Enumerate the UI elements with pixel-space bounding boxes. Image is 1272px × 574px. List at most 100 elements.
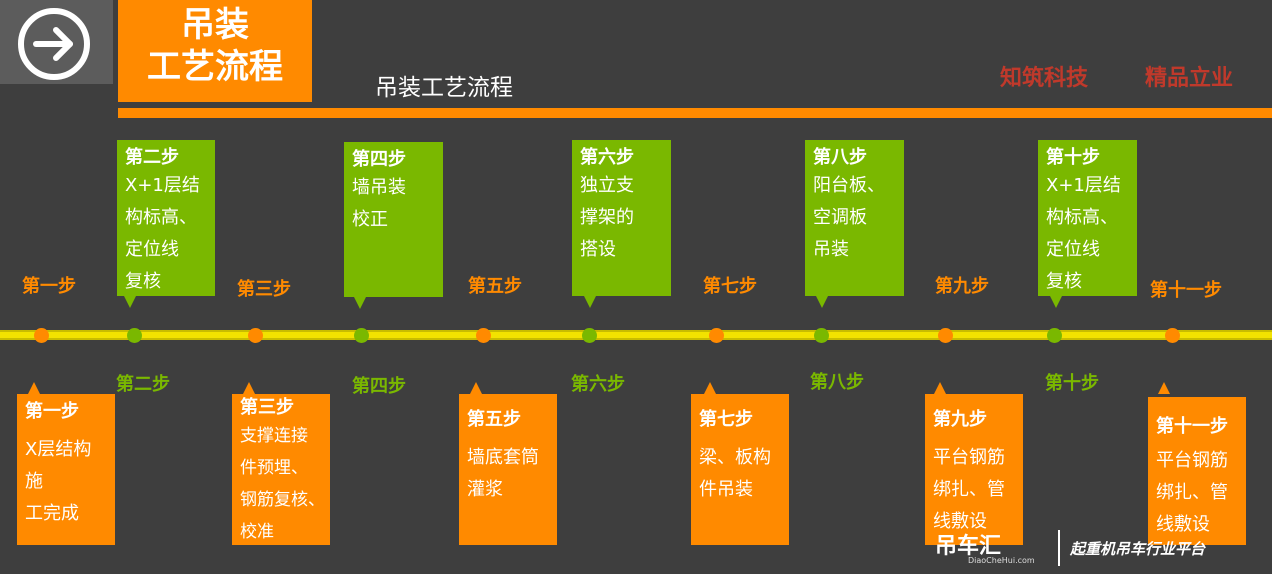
timeline-dot-step-10 [1047, 328, 1062, 343]
step-card-line: 钢筋复核、 [240, 490, 325, 510]
step-card-title: 第九步 [933, 409, 987, 430]
step-card-pointer [704, 382, 716, 394]
step-card-line: 撑架的 [580, 207, 634, 228]
step-card-6: 第六步 独立支 撑架的 搭设 [572, 140, 671, 296]
title-box: 吊装 工艺流程 [118, 0, 312, 102]
step-card-title: 第一步 [25, 401, 79, 422]
page-subtitle: 吊装工艺流程 [375, 75, 513, 101]
step-label: 第三步 [237, 279, 291, 300]
step-card-line: 件预埋、 [240, 458, 308, 478]
step-card-pointer [470, 382, 482, 394]
watermark-name: 吊车汇 [935, 534, 1002, 559]
step-card-title: 第八步 [813, 147, 867, 168]
step-card-title: 第十步 [1046, 147, 1100, 168]
step-label: 第六步 [571, 374, 625, 395]
step-card-line: X+1层结 [1046, 175, 1121, 196]
step-card-line: 定位线 [125, 239, 179, 260]
step-card-line: 梁、板构 [699, 447, 771, 468]
step-card-title: 第二步 [125, 147, 179, 168]
step-card-line: 绑扎、管 [933, 479, 1005, 500]
step-card-line: 定位线 [1046, 239, 1100, 260]
step-label: 第一步 [22, 276, 76, 297]
step-card-line: 绑扎、管 [1156, 482, 1228, 503]
watermark-url: DiaoCheHui.com [968, 556, 1035, 565]
step-card-line: 线敷设 [933, 511, 987, 532]
step-card-title: 第十一步 [1156, 416, 1228, 437]
step-card-line: 校正 [352, 209, 388, 230]
step-card-title: 第五步 [467, 409, 521, 430]
step-card-line: 支撑连接 [240, 426, 308, 446]
step-card-5: 第五步 墙底套筒 灌浆 [459, 394, 557, 545]
step-card-7: 第七步 梁、板构 件吊装 [691, 394, 789, 545]
step-card-line: 复核 [125, 271, 161, 292]
step-card-title: 第七步 [699, 409, 753, 430]
timeline-bar [0, 330, 1272, 340]
step-card-line: 吊装 [813, 239, 849, 260]
step-label: 第八步 [810, 372, 864, 393]
step-card-pointer [124, 296, 136, 308]
step-card-title: 第六步 [580, 147, 634, 168]
step-label: 第四步 [352, 376, 406, 397]
step-label: 第五步 [468, 276, 522, 297]
timeline-dot-step-9 [938, 328, 953, 343]
timeline-dot-step-3 [248, 328, 263, 343]
step-card-pointer [354, 297, 366, 309]
step-card-line: 灌浆 [467, 479, 503, 500]
step-card-title: 第四步 [352, 149, 406, 170]
step-card-line: 阳台板、 [813, 175, 885, 196]
arrow-right-circle-icon[interactable] [18, 8, 90, 80]
brand-left: 知筑科技 [1000, 66, 1089, 91]
title-line-1: 吊装 [181, 5, 249, 45]
step-label: 第十步 [1045, 373, 1099, 394]
step-card-line: 校准 [240, 522, 274, 542]
step-card-pointer [28, 382, 40, 394]
step-label: 第七步 [703, 276, 757, 297]
step-card-pointer [1050, 296, 1062, 308]
timeline-dot-step-11 [1165, 328, 1180, 343]
timeline-dot-step-1 [34, 328, 49, 343]
step-card-line: X层结构施 [25, 439, 92, 492]
timeline-dot-step-5 [476, 328, 491, 343]
step-card-line: 线敷设 [1156, 514, 1210, 535]
step-card-10: 第十步 X+1层结 构标高、 定位线 复核 [1038, 140, 1137, 296]
timeline-dot-step-2 [127, 328, 142, 343]
step-card-line: 平台钢筋 [933, 447, 1005, 468]
step-label: 第二步 [116, 374, 170, 395]
timeline-dot-step-8 [814, 328, 829, 343]
step-card-line: 工完成 [25, 503, 79, 524]
timeline-dot-step-7 [709, 328, 724, 343]
step-card-line: 墙底套筒 [467, 447, 539, 468]
step-label: 第九步 [935, 276, 989, 297]
step-card-line: 构标高、 [125, 207, 197, 228]
step-card-line: 空调板 [813, 207, 867, 228]
step-card-line: 构标高、 [1046, 207, 1118, 228]
step-card-line: 平台钢筋 [1156, 450, 1228, 471]
step-card-line: 搭设 [580, 239, 616, 260]
step-card-line: X+1层结 [125, 175, 200, 196]
watermark-divider [1058, 530, 1060, 566]
step-card-3: 第三步 支撑连接 件预埋、 钢筋复核、 校准 [232, 394, 330, 545]
step-label: 第十一步 [1150, 280, 1222, 301]
timeline-dot-step-6 [582, 328, 597, 343]
step-card-pointer [1158, 382, 1170, 394]
step-card-8: 第八步 阳台板、 空调板 吊装 [805, 140, 904, 296]
step-card-line: 复核 [1046, 271, 1082, 292]
step-card-4: 第四步 墙吊装 校正 [344, 142, 443, 297]
step-card-1: 第一步 X层结构施 工完成 [17, 394, 115, 545]
watermark-slogan: 起重机吊车行业平台 [1070, 540, 1206, 558]
step-card-line: 墙吊装 [352, 177, 406, 198]
step-card-pointer [584, 296, 596, 308]
step-card-line: 独立支 [580, 175, 634, 196]
step-card-pointer [816, 296, 828, 308]
header-divider [118, 108, 1272, 118]
step-card-9: 第九步 平台钢筋 绑扎、管 线敷设 [925, 394, 1023, 545]
step-card-title: 第三步 [240, 397, 294, 418]
step-card-2: 第二步 X+1层结 构标高、 定位线 复核 [117, 140, 215, 296]
brand-right: 精品立业 [1145, 66, 1234, 91]
step-card-11: 第十一步 平台钢筋 绑扎、管 线敷设 [1148, 397, 1246, 545]
title-line-2: 工艺流程 [147, 47, 283, 87]
step-card-line: 件吊装 [699, 479, 753, 500]
timeline-dot-step-4 [354, 328, 369, 343]
step-card-pointer [243, 382, 255, 394]
step-card-pointer [934, 382, 946, 394]
